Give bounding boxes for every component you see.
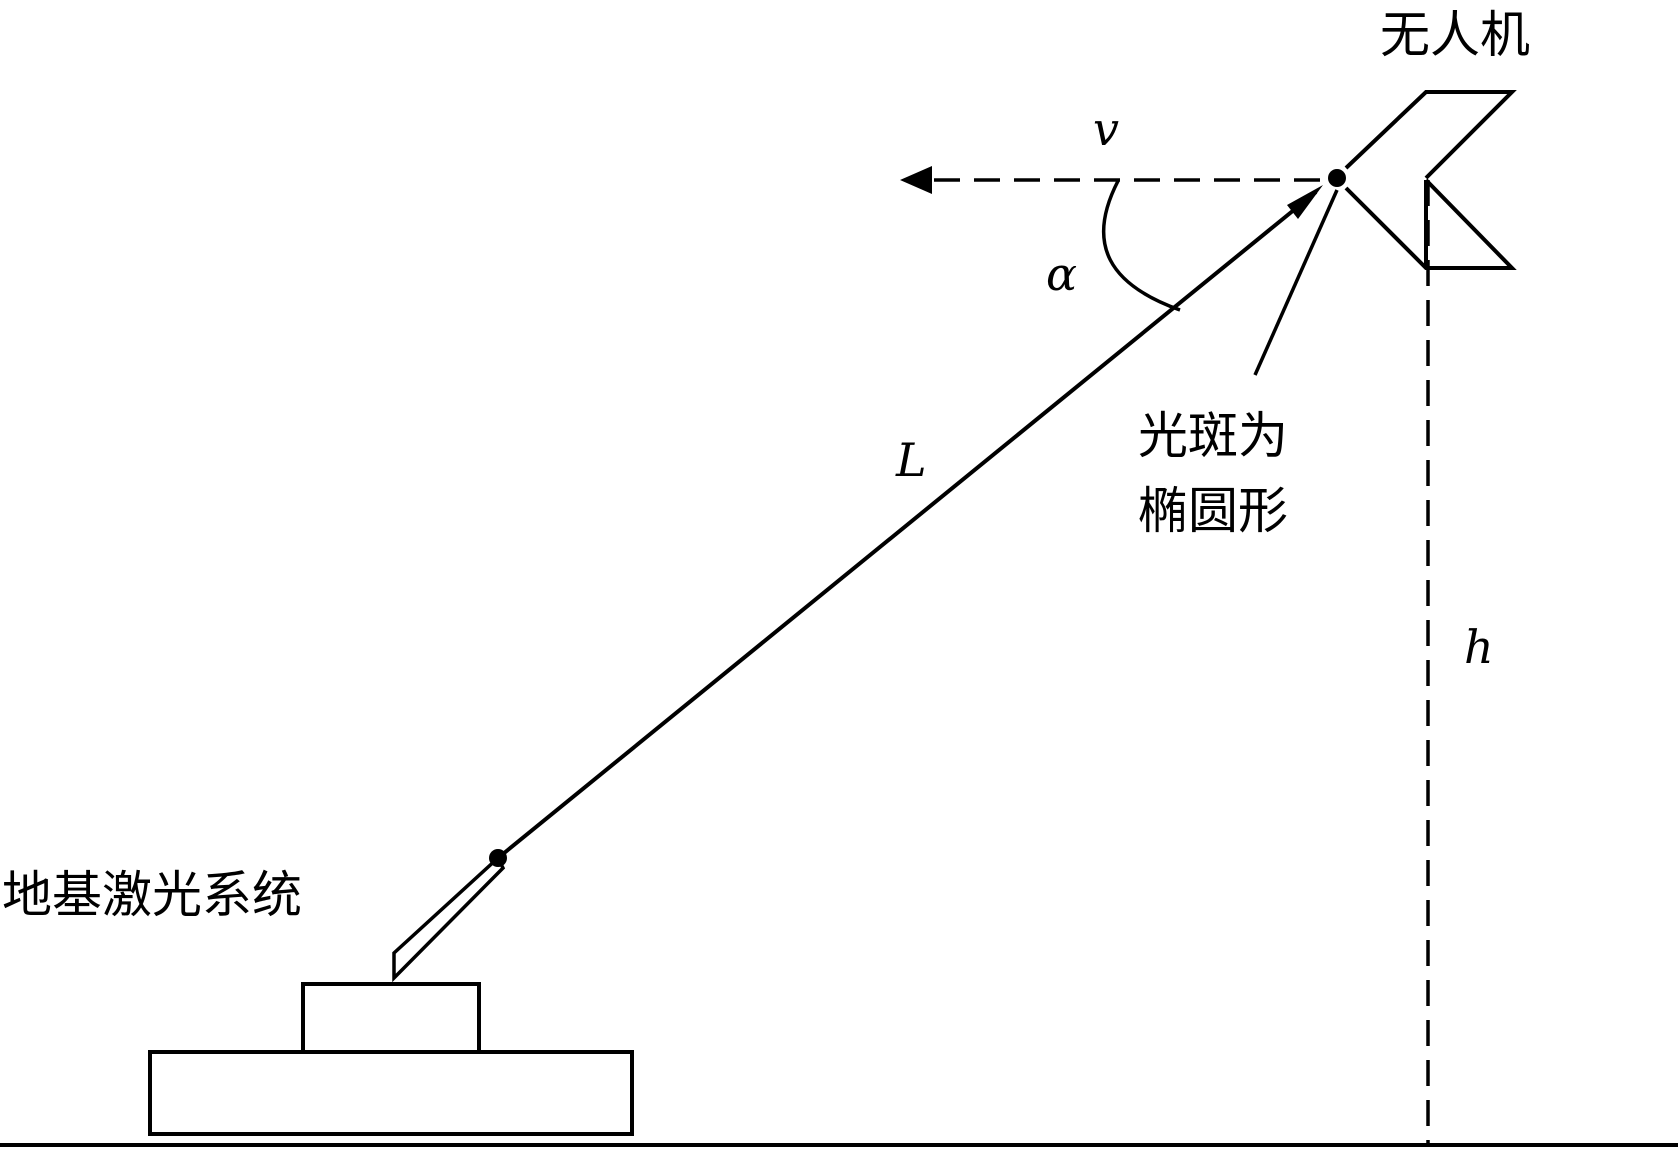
uav-outline-upper xyxy=(1344,90,1517,180)
velocity-arrowhead xyxy=(900,166,932,194)
angle-symbol: α xyxy=(1046,247,1077,301)
ground-system-label: 地基激光系统 xyxy=(2,866,302,924)
laser-beam-line xyxy=(496,190,1318,860)
spot-pointer-line xyxy=(1253,189,1339,376)
velocity-symbol: v xyxy=(1093,102,1119,156)
spot-label-line2: 椭圆形 xyxy=(1138,482,1288,540)
laser-origin-dot xyxy=(489,849,507,867)
laser-spot-dot xyxy=(1328,169,1346,187)
height-symbol: h xyxy=(1464,620,1494,674)
laser-barrel xyxy=(392,855,506,983)
laser-beam-arrowhead xyxy=(1287,185,1323,219)
laser-base-lower xyxy=(148,1050,634,1136)
laser-base-upper xyxy=(301,982,481,1054)
angle-arc xyxy=(1101,180,1181,312)
spot-label-line1: 光斑为 xyxy=(1138,407,1288,465)
uav-label: 无人机 xyxy=(1380,6,1530,64)
distance-symbol: L xyxy=(895,433,927,487)
uav-outline-lower xyxy=(1344,178,1517,270)
